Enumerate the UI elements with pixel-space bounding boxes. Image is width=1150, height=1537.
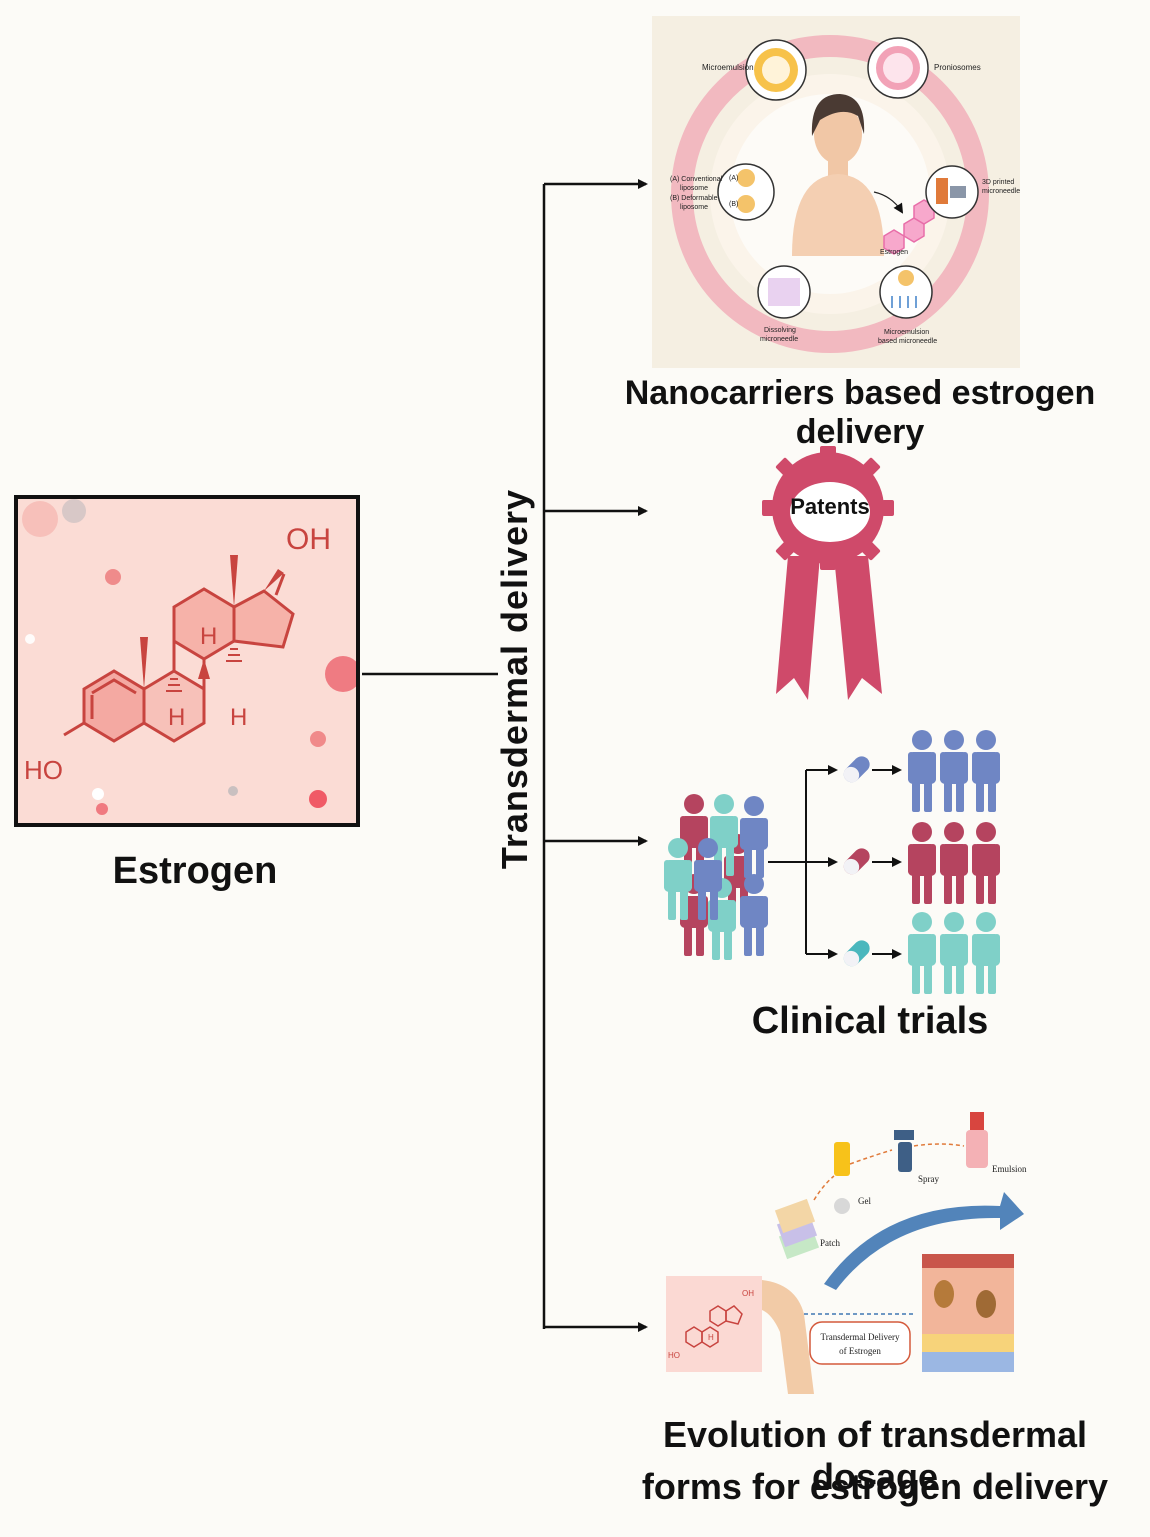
printed-line2: microneedle: [982, 188, 1020, 195]
estrogen-molecule-drawing: OH HO H H H: [22, 499, 356, 815]
patch-label: Patch: [820, 1238, 840, 1248]
clinical-trials-caption: Clinical trials: [751, 1000, 989, 1042]
microemulsion-label: Microemulsion: [702, 63, 754, 72]
microemulsion-mn-line2: based microneedle: [878, 338, 937, 345]
nanocarriers-panel: Estrogen Microemulsion Proniosomes (A) (…: [652, 16, 1020, 368]
mark-a: (A): [729, 175, 738, 182]
nanocarriers-caption: Nanocarriers based estrogen delivery: [624, 374, 1096, 451]
ho-label: HO: [24, 755, 63, 785]
evo-ho-label: HO: [668, 1351, 680, 1360]
evolution-illustration: OH HO H: [666, 1112, 1024, 1394]
h-label-2: H: [168, 704, 185, 731]
evo-oh-label: OH: [742, 1289, 754, 1298]
mark-b: (B): [729, 201, 738, 208]
liposome-a-line1: (A) Conventional: [670, 176, 723, 183]
estrogen-structure-panel: OH HO H H H: [14, 495, 360, 827]
patents-badge: Patents: [758, 446, 898, 700]
woman-figure: [792, 94, 904, 256]
gel-label: Gel: [858, 1196, 871, 1206]
patents-label: Patents: [790, 494, 870, 519]
emulsion-label: Emulsion: [992, 1164, 1027, 1174]
patents-ribbon-icon: [762, 446, 894, 700]
axis-label-text: Transdermal delivery: [494, 488, 535, 870]
estrogen-small-label: Estrogen: [880, 249, 908, 256]
dissolving-line1: Dissolving: [764, 327, 796, 334]
proniosomes-label: Proniosomes: [934, 63, 981, 72]
liposome-b-line2: liposome: [680, 204, 708, 211]
clinical-trials-illustration: [664, 730, 1000, 994]
evolution-caption-line2: forms for estrogen delivery: [641, 1466, 1109, 1507]
transdermal-delivery-box-line1: Transdermal Delivery: [820, 1332, 900, 1342]
dissolving-line2: microneedle: [760, 336, 798, 343]
h-label-1: H: [200, 623, 217, 650]
nanocarriers-illustration: Estrogen Microemulsion Proniosomes (A) (…: [670, 35, 1020, 353]
estrogen-caption: Estrogen: [112, 850, 278, 892]
evolution-caption-line1: Evolution of transdermal dosage: [662, 1414, 1088, 1497]
oh-label: OH: [286, 523, 331, 556]
liposome-a-line2: liposome: [680, 185, 708, 192]
microemulsion-mn-line1: Microemulsion: [884, 329, 929, 336]
evolution-panel: OH HO H Gel Sp: [664, 1104, 1034, 1404]
spray-label: Spray: [918, 1174, 939, 1184]
clinical-trials-panel: [660, 728, 1010, 998]
transdermal-delivery-box-line2: of Estrogen: [839, 1346, 881, 1356]
evo-h-label: H: [708, 1333, 714, 1342]
liposome-b-line1: (B) Deformable: [670, 195, 718, 202]
mini-estrogen-icon: [883, 199, 935, 255]
h-label-3: H: [230, 704, 247, 731]
printed-line1: 3D printed: [982, 179, 1014, 186]
